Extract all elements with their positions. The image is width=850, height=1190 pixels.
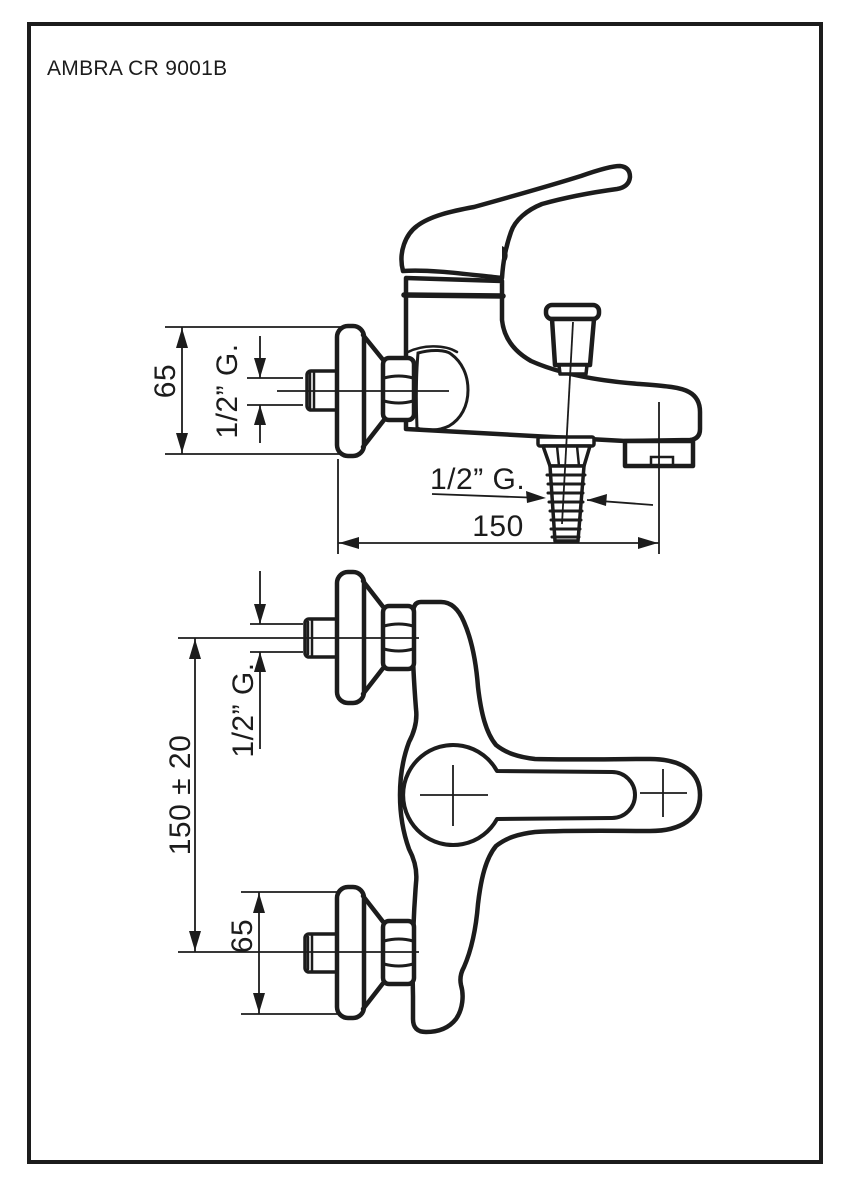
dim-arrow-up	[176, 328, 188, 348]
diverter-centerline	[561, 321, 574, 525]
drawing-title: AMBRA CR 9001B	[47, 57, 227, 80]
union-nut-side	[380, 355, 417, 423]
dim-arrow-down	[176, 433, 188, 453]
dim-extension-lines	[247, 377, 303, 406]
dim-label-65: 65	[149, 364, 182, 398]
body-band-line	[401, 292, 506, 299]
dim-inlet-distance: 150 ± 20	[164, 638, 201, 952]
handle-notch	[502, 246, 508, 264]
dim-wall-thread-front: 1/2” G.	[227, 571, 303, 758]
escutcheon-cone-bottom	[360, 893, 387, 1012]
body-inner-contour	[401, 743, 637, 847]
dim-extension-lines	[165, 326, 345, 455]
diverter-knob-neck	[557, 363, 589, 376]
lever-handle	[399, 163, 633, 281]
dim-label-150-20: 150 ± 20	[164, 735, 197, 856]
adapter-hex-facets	[555, 444, 581, 468]
dim-arrow-up	[254, 405, 266, 425]
escutcheon-cone-top	[360, 578, 387, 697]
dim-arrow-down	[254, 358, 266, 378]
dim-handshower-thread: 1/2” G.	[430, 463, 654, 506]
union-nut-facets	[382, 622, 415, 653]
front-view-drawing: 150 ± 20 1/2” G. 65	[164, 569, 703, 1035]
dim-extension-lines	[337, 402, 660, 554]
escutcheon-cone-side	[360, 332, 387, 450]
mixer-body-side	[403, 275, 703, 444]
dim-arrow-right	[638, 537, 658, 549]
diverter-knob-body	[549, 316, 597, 368]
cartridge-dome	[414, 349, 470, 432]
dim-extension-lines	[241, 891, 340, 1015]
dim-arrow-up	[253, 893, 265, 913]
cartridge-axis-cross	[420, 765, 488, 826]
aerator-notch	[649, 455, 675, 467]
nipple-thread-ridges	[545, 473, 587, 539]
union-nut-facets	[382, 374, 415, 405]
spout-axis-cross	[640, 769, 687, 817]
dim-arrow-down	[254, 604, 266, 624]
page-border-frame	[27, 22, 823, 1164]
dim-label-half-inch-hose: 1/2” G.	[430, 463, 525, 496]
dim-label-65-front: 65	[226, 919, 259, 953]
leader-line	[431, 493, 543, 499]
dim-label-half-inch: 1/2” G.	[211, 343, 244, 438]
dim-wall-thread-side: 1/2” G.	[211, 336, 303, 443]
dim-arrow-down	[253, 993, 265, 1013]
dim-arrow-up	[254, 652, 266, 672]
leader-arrow-right	[526, 491, 546, 503]
dim-escutcheon-diameter: 65	[226, 891, 340, 1015]
dim-escutcheon-height: 65	[149, 326, 345, 455]
side-view-drawing: 65 1/2” G. 1/2” G. 150	[149, 163, 703, 554]
inlet-pipe-thread-line	[306, 933, 314, 973]
dome-accent-arc	[406, 345, 459, 354]
dim-arrow-left	[339, 537, 359, 549]
union-nut-facets	[382, 937, 415, 968]
dim-extension-lines	[250, 623, 303, 653]
dim-spout-reach: 150	[337, 402, 660, 554]
dim-label-150: 150	[472, 510, 524, 543]
dim-label-half-inch-front: 1/2” G.	[227, 662, 260, 757]
dim-arrow-down	[189, 931, 201, 951]
dim-arrow-up	[189, 639, 201, 659]
leader-arrow-left	[587, 494, 607, 506]
